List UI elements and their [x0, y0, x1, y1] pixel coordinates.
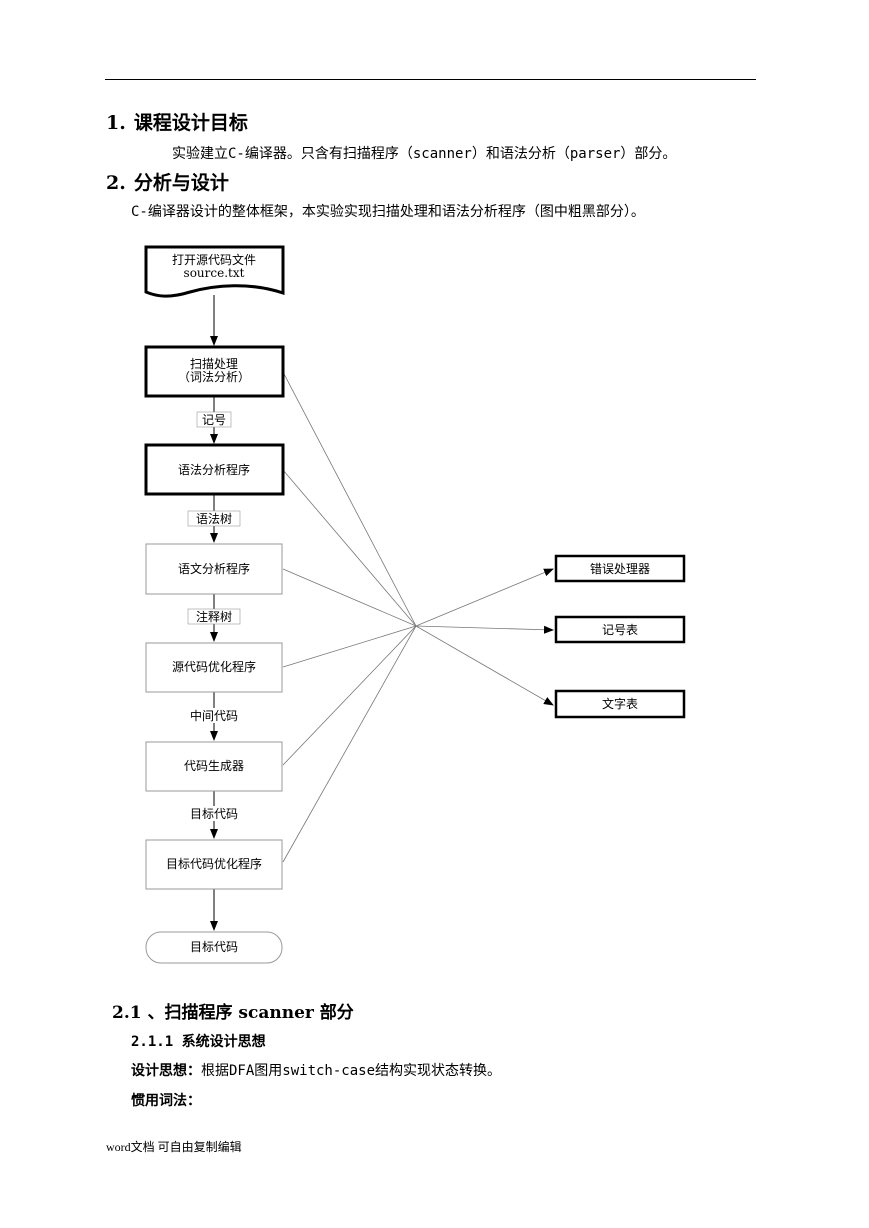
parser-box [144, 443, 285, 496]
source-optimizer-label: 源代码优化程序 [172, 659, 256, 674]
error-handler-box [554, 554, 686, 583]
semantic-analyzer-box [145, 543, 283, 595]
idiom-line: 惯用词法： [131, 1090, 201, 1110]
code-generator-label: 代码生成器 [184, 759, 244, 773]
edge-label-syntax-tree: 语法树 [196, 511, 232, 526]
section-1-text: 实验建立C-编译器。只含有扫描程序（scanner）和语法分析（parser）部… [172, 146, 677, 162]
section-2-text: C-编译器设计的整体框架，本实验实现扫描处理和语法分析程序（图中粗黑部分）。 [131, 204, 645, 220]
section-1-number: 1. [106, 112, 126, 134]
design-idea-text: 根据DFA图用switch-case结构实现状态转换。 [201, 1063, 502, 1079]
semantic-analyzer-label: 语文分析程序 [178, 561, 250, 576]
scanner-line1: 扫描处理 [190, 357, 238, 371]
section-2-1-1-heading: 2.1.1 系统设计思想 [131, 1034, 266, 1050]
source-optimizer-box [145, 642, 283, 693]
target-optimizer-box [145, 839, 283, 890]
end-terminal-label: 目标代码 [190, 940, 238, 954]
section-2-1-heading: 2.1 、扫描程序 scanner 部分 [112, 1003, 354, 1023]
parser-label: 语法分析程序 [178, 462, 250, 477]
code-generator-box [145, 741, 283, 792]
design-idea-label: 设计思想： [131, 1063, 201, 1079]
literal-table-box [554, 689, 686, 719]
footer-text: word文档 可自由复制编辑 [106, 1140, 242, 1154]
symbol-table-label: 记号表 [602, 623, 638, 637]
source-file-line2: source.txt [184, 266, 245, 280]
design-idea-line: 设计思想：根据DFA图用switch-case结构实现状态转换。 [131, 1060, 501, 1080]
edge-label-annotated-tree: 注释树 [196, 609, 232, 624]
section-2-number: 2. [106, 172, 126, 194]
edge-label-intermediate-code: 中间代码 [190, 708, 238, 723]
scanner-box [144, 345, 285, 398]
section-1-heading: 1. 课程设计目标 [106, 108, 248, 135]
symbol-table-box [554, 615, 686, 644]
edge-label-tokens: 记号 [202, 413, 226, 427]
header-rule [105, 79, 756, 80]
literal-table-label: 文字表 [602, 696, 638, 711]
edge-label-target-code: 目标代码 [190, 807, 238, 821]
error-handler-label: 错误处理器 [590, 562, 650, 576]
target-optimizer-label: 目标代码优化程序 [166, 856, 262, 871]
scanner-line2: （词法分析） [178, 370, 250, 384]
idiom-label: 惯用词法： [131, 1093, 201, 1109]
source-file-line1: 打开源代码文件 [172, 252, 256, 267]
source-file-document-shape [144, 245, 285, 298]
end-terminal-shape [145, 931, 283, 964]
section-1-title: 课程设计目标 [133, 112, 248, 134]
section-2-title: 分析与设计 [133, 172, 229, 194]
section-2-heading: 2. 分析与设计 [106, 168, 229, 195]
